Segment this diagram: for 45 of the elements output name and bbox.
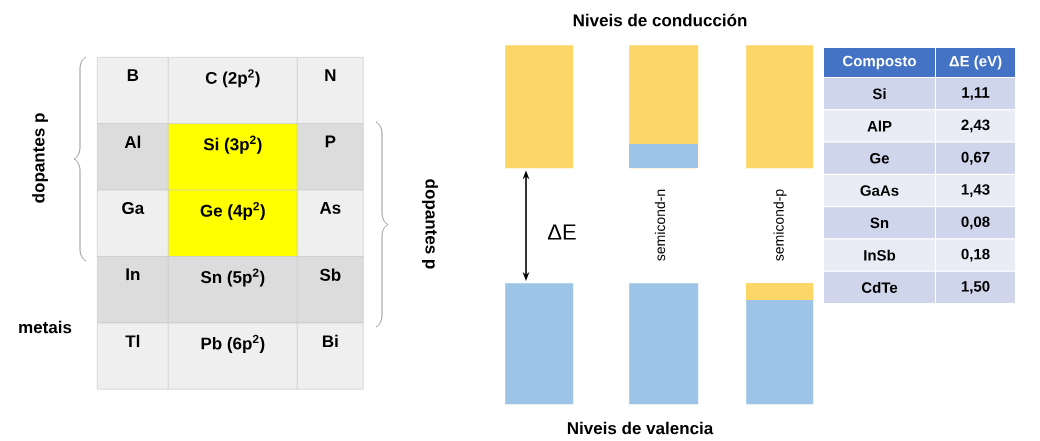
energy-band <box>505 283 574 405</box>
element-cell: Sn (5p$^{2}$) <box>168 256 298 324</box>
table-cell: 1,11 <box>935 77 1016 111</box>
element-cell: Sb <box>297 256 364 324</box>
table-cell: InSb <box>823 238 936 272</box>
band-label: semicond-p <box>773 189 787 261</box>
element-cell: Ge (4p$^{2}$) <box>168 189 298 257</box>
heading: Niveis de valencia <box>567 421 714 435</box>
table-cell: Ge <box>823 141 936 175</box>
energy-band <box>746 283 814 405</box>
side-label: dopantes p <box>32 113 48 203</box>
table-cell: Si <box>823 77 936 111</box>
energy-band <box>629 45 699 169</box>
table-cell: AlP <box>823 109 936 143</box>
table-cell: CdTe <box>823 270 936 305</box>
element-cell: Tl <box>97 322 169 390</box>
element-cell: B <box>97 57 169 124</box>
table-cell: GaAs <box>823 173 936 208</box>
element-cell: C (2p$^{2}$) <box>168 57 298 124</box>
heading: Niveis de conducción <box>573 13 747 27</box>
table-cell: 0,18 <box>935 238 1016 272</box>
element-cell: Si (3p$^{2}$) <box>168 123 298 191</box>
table-cell: 1,50 <box>935 270 1016 305</box>
band-label: semicond-n <box>654 189 666 261</box>
element-cell: As <box>297 189 364 257</box>
table-cell: ΔE (eV) <box>935 47 1016 78</box>
table-cell: 0,67 <box>935 141 1016 175</box>
table-cell: 2,43 <box>935 109 1016 143</box>
element-cell: In <box>97 256 169 324</box>
element-cell: Bi <box>297 322 364 390</box>
element-cell: Ga <box>97 189 169 257</box>
table-cell: Sn <box>823 206 936 240</box>
element-cell: Al <box>97 123 169 191</box>
table-cell: 0,08 <box>935 206 1016 240</box>
table-cell: Composto <box>823 47 936 78</box>
element-cell: Pb (6p$^{2}$) <box>168 322 298 390</box>
energy-band <box>746 45 814 169</box>
element-cell: N <box>297 57 364 124</box>
element-cell: P <box>297 123 364 191</box>
energy-band <box>629 283 699 405</box>
edge-label: ΔE <box>546 223 578 241</box>
side-label: dopantes p <box>422 179 438 269</box>
table-cell: 1,43 <box>935 173 1016 208</box>
side-label: metais <box>19 320 72 334</box>
energy-band <box>505 45 574 169</box>
